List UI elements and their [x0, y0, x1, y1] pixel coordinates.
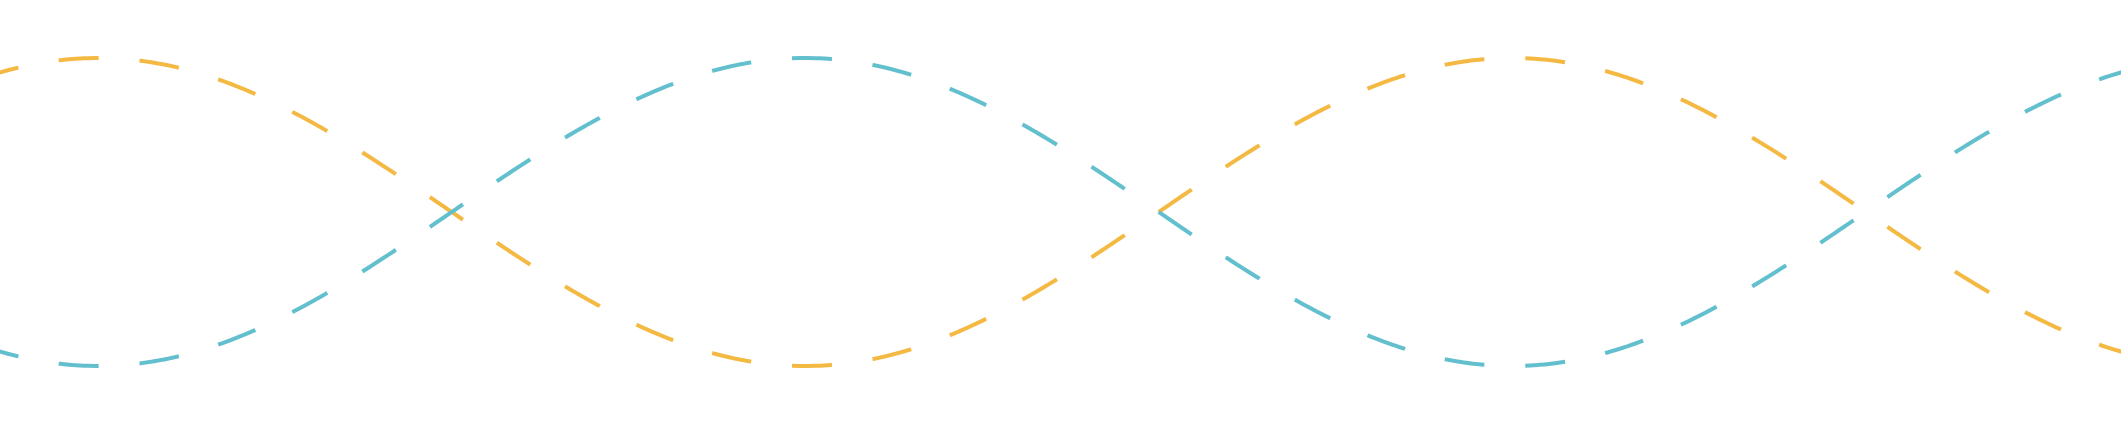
orange-dashed-wave: [0, 56, 2121, 368]
teal-dashed-wave: [0, 56, 2121, 368]
